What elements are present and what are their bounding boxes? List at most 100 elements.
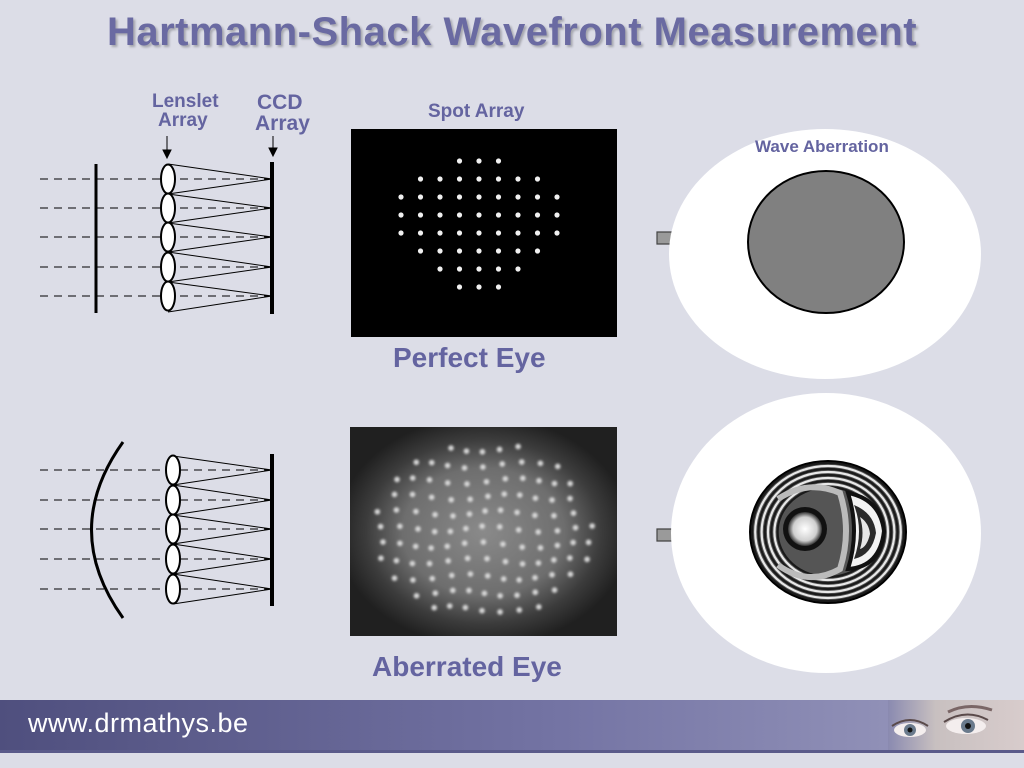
spot bbox=[448, 496, 455, 503]
spot bbox=[437, 230, 443, 236]
spot bbox=[456, 176, 463, 182]
spot bbox=[479, 607, 485, 614]
spot bbox=[417, 194, 424, 200]
spot bbox=[380, 539, 386, 545]
spot bbox=[535, 529, 541, 535]
eyes-photo bbox=[888, 700, 1024, 750]
spot bbox=[537, 460, 544, 467]
spot bbox=[584, 556, 590, 563]
spot bbox=[467, 496, 473, 503]
spot bbox=[394, 476, 400, 483]
spot bbox=[409, 560, 416, 567]
spot bbox=[464, 555, 471, 562]
spot bbox=[520, 475, 526, 482]
spot bbox=[532, 574, 538, 581]
spot bbox=[499, 461, 506, 467]
spot bbox=[480, 539, 487, 545]
spot bbox=[463, 448, 470, 454]
fringe-ring bbox=[760, 470, 896, 594]
spot bbox=[476, 212, 482, 218]
ccd-array-label: CCD Array bbox=[255, 92, 310, 134]
spot bbox=[391, 491, 398, 498]
spot bbox=[516, 492, 523, 498]
spot bbox=[549, 497, 555, 503]
spot bbox=[532, 495, 539, 501]
spot bbox=[554, 212, 560, 218]
spot bbox=[534, 230, 541, 236]
spot bbox=[479, 523, 485, 529]
spot bbox=[444, 462, 451, 469]
spot bbox=[516, 577, 522, 583]
spot bbox=[495, 176, 502, 182]
spot bbox=[551, 557, 557, 563]
spot bbox=[444, 480, 451, 486]
aberrated-spot-array-image bbox=[350, 427, 617, 636]
spot bbox=[532, 589, 539, 596]
spot bbox=[496, 524, 503, 530]
spot bbox=[589, 523, 595, 529]
spot bbox=[551, 587, 558, 593]
spot bbox=[450, 513, 456, 519]
spot bbox=[417, 212, 424, 218]
wave-aberration-label: Wave Aberration bbox=[755, 137, 889, 156]
spot bbox=[410, 577, 416, 583]
spot bbox=[450, 587, 456, 594]
spot bbox=[534, 194, 541, 200]
spot bbox=[534, 248, 541, 254]
spot bbox=[476, 158, 482, 164]
spot bbox=[461, 540, 468, 546]
spot bbox=[572, 524, 579, 531]
fringe-swirl bbox=[776, 484, 849, 581]
spot bbox=[462, 604, 469, 611]
perfect-eye-optics-diagram bbox=[40, 136, 278, 314]
spot bbox=[456, 230, 463, 236]
spot bbox=[567, 480, 573, 487]
spot bbox=[445, 558, 451, 564]
spot bbox=[447, 528, 454, 535]
spot bbox=[567, 555, 573, 561]
spot bbox=[432, 511, 438, 518]
spot bbox=[585, 539, 592, 546]
spot bbox=[456, 284, 463, 290]
spot bbox=[428, 545, 434, 551]
spot bbox=[417, 248, 424, 254]
spot bbox=[464, 481, 470, 487]
ccd-label-line2: Array bbox=[255, 112, 310, 135]
ccd-label-line1: CCD bbox=[257, 91, 303, 114]
spot bbox=[448, 445, 454, 451]
spot bbox=[437, 266, 443, 272]
spot bbox=[409, 475, 416, 481]
spot bbox=[567, 571, 574, 578]
perfect-spot-array-image bbox=[351, 129, 617, 337]
spot bbox=[551, 512, 557, 519]
footer-rule bbox=[0, 750, 1024, 753]
spot-array-label: Spot Array bbox=[428, 101, 525, 122]
incoming-rays bbox=[40, 178, 270, 297]
spot bbox=[476, 176, 482, 182]
spot bbox=[463, 525, 469, 532]
spot bbox=[567, 495, 573, 502]
aberrated-eye-optics-diagram bbox=[40, 441, 274, 619]
spot bbox=[535, 560, 542, 566]
spot bbox=[515, 266, 521, 272]
spot bbox=[466, 587, 472, 594]
spot bbox=[476, 284, 482, 290]
spot bbox=[456, 266, 463, 272]
spot bbox=[456, 212, 463, 218]
spot bbox=[480, 464, 486, 470]
slide-title: Hartmann-Shack Wavefront Measurement bbox=[106, 10, 918, 54]
spot bbox=[514, 592, 520, 599]
spot bbox=[516, 607, 523, 613]
spot bbox=[484, 573, 491, 579]
spot bbox=[554, 527, 561, 534]
spot bbox=[515, 176, 521, 182]
spot bbox=[495, 194, 502, 200]
spot bbox=[484, 555, 490, 562]
spot bbox=[515, 212, 521, 218]
spot bbox=[378, 555, 384, 561]
label-arrows bbox=[162, 136, 278, 160]
spot bbox=[495, 158, 502, 164]
spot bbox=[377, 523, 384, 530]
spot bbox=[519, 544, 526, 550]
spot bbox=[456, 248, 463, 254]
